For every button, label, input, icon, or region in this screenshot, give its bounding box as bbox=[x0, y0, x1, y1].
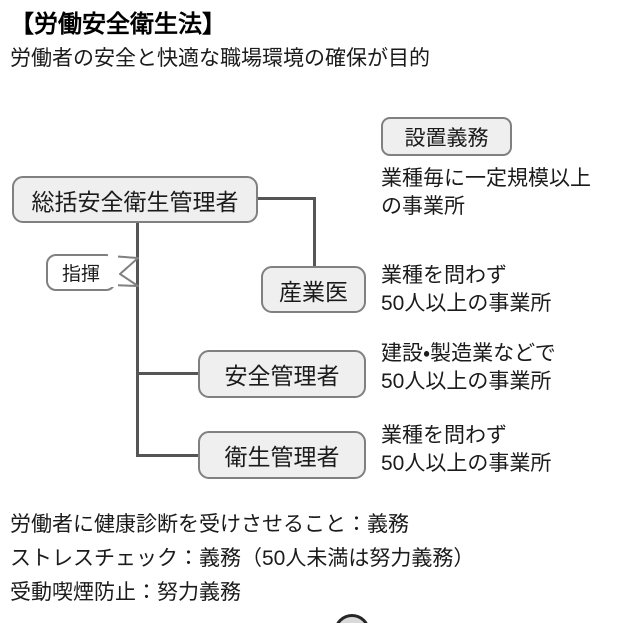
node-label: 衛生管理者 bbox=[224, 444, 340, 470]
requirement-occupational-physician: 業種を問わず 50人以上の事業所 bbox=[381, 264, 552, 315]
requirement-general-safety-and-health-manager: 業種毎に一定規模以上 の事業所 bbox=[381, 167, 591, 218]
connector-trunk-vertical bbox=[136, 222, 139, 457]
connector-branch-occupational-physician-vertical bbox=[313, 197, 316, 267]
node-label: 産業医 bbox=[279, 278, 348, 305]
connector-branch-safety-manager bbox=[136, 372, 200, 375]
note-passive-smoking-prevention: 受動喫煙防止：努力義務 bbox=[10, 581, 241, 604]
node-label: 総括安全衛生管理者 bbox=[31, 188, 239, 215]
column-header-installation-obligation: 設置義務 bbox=[381, 117, 512, 156]
cut-off-decorative-shape bbox=[334, 614, 370, 623]
speech-bubble-label: 指揮 bbox=[61, 264, 100, 285]
node-general-safety-and-health-manager[interactable]: 総括安全衛生管理者 bbox=[12, 176, 258, 223]
requirement-safety-manager: 建設・製造業などで 50人以上の事業所 bbox=[381, 342, 556, 393]
node-health-manager[interactable]: 衛生管理者 bbox=[198, 431, 366, 479]
note-stress-check: ストレスチェック：義務（50人未満は努力義務） bbox=[10, 547, 475, 570]
connector-branch-health-manager bbox=[136, 454, 200, 457]
page-title: 【労働安全衛生法】 bbox=[10, 11, 226, 38]
requirement-health-manager: 業種を問わず 50人以上の事業所 bbox=[381, 424, 552, 475]
speech-bubble-command: 指揮 bbox=[46, 254, 116, 291]
page-subtitle: 労働者の安全と快適な職場環境の確保が目的 bbox=[10, 47, 430, 70]
node-label: 安全管理者 bbox=[224, 363, 340, 389]
node-occupational-physician[interactable]: 産業医 bbox=[261, 266, 366, 313]
column-header-label: 設置義務 bbox=[404, 126, 489, 150]
node-safety-manager[interactable]: 安全管理者 bbox=[198, 350, 366, 398]
note-health-checkup: 労働者に健康診断を受けさせること：義務 bbox=[10, 513, 409, 536]
connector-branch-occupational-physician-horizontal bbox=[256, 197, 316, 200]
